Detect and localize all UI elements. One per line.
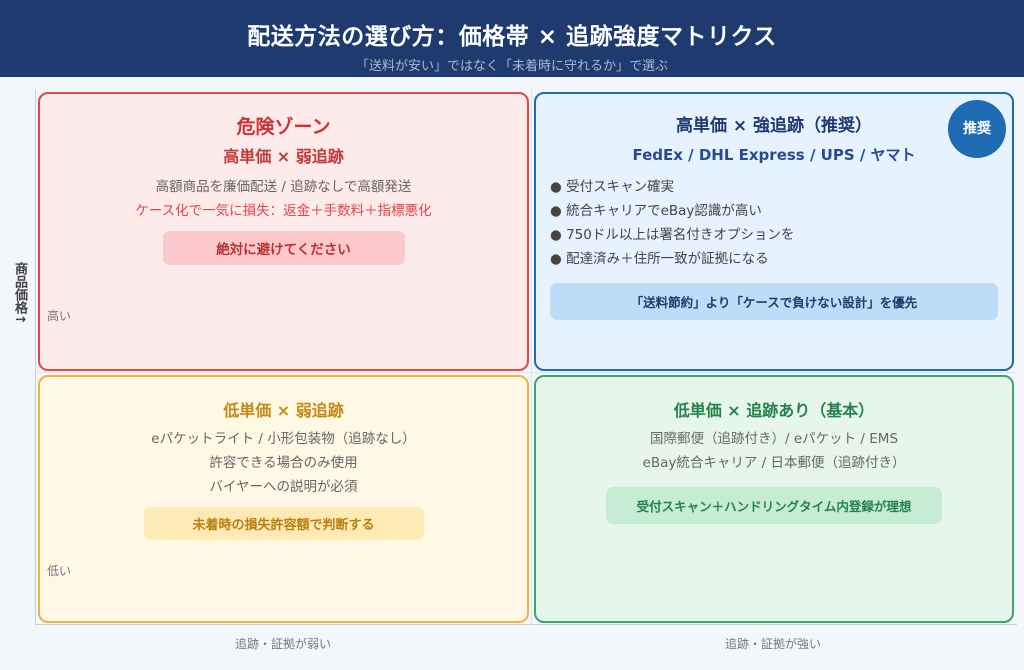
- danger-desc: 高額商品を廉価配送 / 追跡なしで高額発送: [155, 179, 412, 195]
- x-strong-label: 追跡・証拠が強い: [724, 637, 821, 651]
- y-low-label: 低い: [47, 564, 72, 578]
- bullet-item: ● 統合キャリアでeBay認識が高い: [550, 203, 762, 219]
- x-axis-line: [35, 624, 1017, 625]
- bullet-item: ● 配達済み＋住所一致が証拠になる: [550, 251, 769, 267]
- recommended-badge: 推奨: [948, 100, 1006, 158]
- danger-warning: ケース化で一気に損失：返金＋手数料＋指標悪化: [135, 203, 432, 219]
- horizontal-divider: [35, 372, 1017, 373]
- bullet-item: ● 750ドル以上は署名付きオプションを: [550, 227, 795, 243]
- y-axis-line: [35, 90, 36, 625]
- quadrant-danger: 危険ゾーン 高単価 × 弱追跡 高額商品を廉価配送 / 追跡なしで高額発送 ケー…: [38, 92, 529, 371]
- recommended-carriers: FedEx / DHL Express / UPS / ヤマト: [632, 146, 916, 164]
- quadrant-recommended: 推奨 高単価 × 強追跡（推奨） FedEx / DHL Express / U…: [534, 92, 1014, 371]
- header: 配送方法の選び方：価格帯 × 追跡強度マトリクス 「送料が安い」ではなく「未着時…: [0, 0, 1024, 77]
- low-tracked-line: 国際郵便（追跡付き）/ eパケット / EMS: [649, 431, 899, 447]
- low-weak-callout: 未着時の損失許容額で判断する: [143, 507, 424, 540]
- page-title: 配送方法の選び方：価格帯 × 追跡強度マトリクス: [247, 24, 777, 50]
- x-weak-label: 追跡・証拠が弱い: [234, 637, 331, 651]
- quadrant-low-weak: 低単価 × 弱追跡 eパケットライト / 小形包装物（追跡なし） 許容できる場合…: [38, 375, 529, 623]
- low-tracked-title: 低単価 × 追跡あり（基本）: [673, 401, 875, 420]
- recommended-title: 高単価 × 強追跡（推奨）: [675, 116, 873, 136]
- danger-subtitle: 高単価 × 弱追跡: [223, 147, 344, 166]
- page-subtitle: 「送料が安い」ではなく「未着時に守れるか」で選ぶ: [355, 59, 668, 74]
- danger-callout: 絶対に避けてください: [162, 231, 405, 265]
- y-axis-label: 商品価格↑: [12, 262, 27, 325]
- low-weak-line: バイヤーへの説明が必須: [209, 479, 358, 495]
- low-weak-title: 低単価 × 弱追跡: [223, 401, 344, 420]
- low-tracked-callout: 受付スキャン＋ハンドリングタイム内登録が理想: [606, 487, 942, 524]
- y-high-label: 高い: [47, 309, 72, 323]
- danger-title: 危険ゾーン: [236, 116, 331, 138]
- low-tracked-line: eBay統合キャリア / 日本郵便（追跡付き）: [642, 455, 906, 471]
- low-weak-line: 許容できる場合のみ使用: [209, 455, 358, 471]
- quadrant-low-tracked: 低単価 × 追跡あり（基本） 国際郵便（追跡付き）/ eパケット / EMS e…: [534, 375, 1014, 623]
- recommended-callout: 「送料節約」より「ケースで負けない設計」を優先: [550, 283, 998, 320]
- vertical-divider: [531, 90, 532, 625]
- low-weak-line: eパケットライト / 小形包装物（追跡なし）: [151, 431, 416, 447]
- bullet-item: ● 受付スキャン確実: [550, 179, 675, 195]
